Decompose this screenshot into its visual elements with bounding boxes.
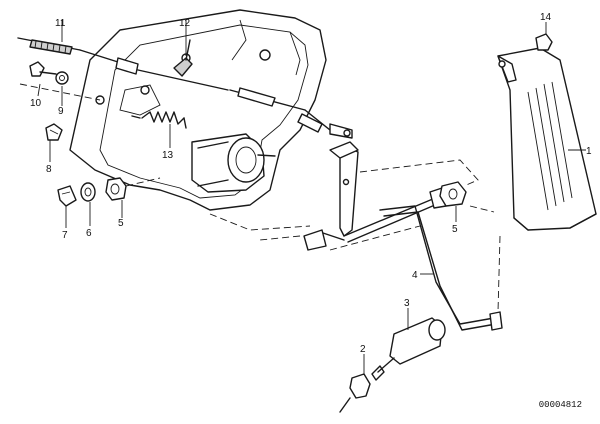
callout-14: 14 xyxy=(540,12,552,23)
callout-5-left: 5 xyxy=(118,218,124,229)
callout-8: 8 xyxy=(46,164,52,175)
callout-7: 7 xyxy=(62,230,68,241)
callout-13: 13 xyxy=(162,150,174,161)
callout-labels: 11 12 10 9 8 13 7 6 5 14 1 5 4 3 2 xyxy=(30,12,592,355)
tension-spring xyxy=(131,111,187,129)
callout-5-right: 5 xyxy=(452,224,458,235)
callout-1: 1 xyxy=(586,146,592,157)
pedal-bushing-housing xyxy=(191,133,276,193)
callout-11: 11 xyxy=(55,18,66,29)
assembly-lines xyxy=(19,83,501,313)
small-fasteners xyxy=(29,61,161,207)
throttle-cable xyxy=(17,37,353,139)
pedal-stop-buffer xyxy=(535,33,553,51)
accelerator-pedal xyxy=(497,47,597,231)
callout-3: 3 xyxy=(404,298,410,309)
callout-6: 6 xyxy=(86,228,92,239)
callout-4: 4 xyxy=(412,270,418,281)
callout-12: 12 xyxy=(179,18,191,29)
shaft-bush xyxy=(439,181,467,207)
leader-lines xyxy=(37,20,586,374)
callout-10: 10 xyxy=(30,98,42,109)
pedal-stop xyxy=(339,317,446,413)
pedal-shaft xyxy=(379,187,503,331)
cable-end-grommet xyxy=(173,39,193,77)
drawing-number: 00004812 xyxy=(538,400,582,410)
callout-2: 2 xyxy=(360,344,366,355)
callout-9: 9 xyxy=(58,106,64,117)
throttle-lever xyxy=(303,141,443,251)
